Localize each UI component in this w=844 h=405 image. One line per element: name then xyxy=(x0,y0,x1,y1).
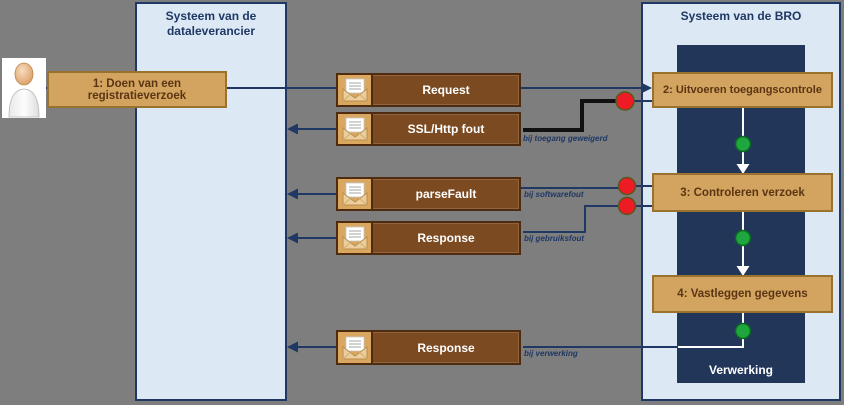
step-1-doen-registratieverzoek: 1: Doen van een registratieverzoek xyxy=(47,71,227,108)
condition-softwarefout: bij softwarefout xyxy=(524,190,584,199)
panel-dataleverancier-title: Systeem van de dataleverancier xyxy=(165,9,257,38)
actor-dataleverancier xyxy=(2,58,46,118)
envelope-icon xyxy=(338,114,373,144)
response3-return-arrowhead xyxy=(287,232,298,244)
panel-dataleverancier: Systeem van de dataleverancier xyxy=(135,2,287,401)
message-ssl-http-fout: SSL/Http fout xyxy=(336,112,521,146)
message-response-verwerking: Response xyxy=(336,330,521,365)
envelope-icon xyxy=(338,75,373,105)
envelope-icon xyxy=(338,223,373,253)
message-label: Request xyxy=(422,83,470,97)
message-label: SSL/Http fout xyxy=(407,122,485,136)
red-dot-icon xyxy=(617,176,637,196)
toegang-geweigerd-error-path xyxy=(523,99,626,132)
message-response-controle: Response xyxy=(336,221,521,255)
condition-verwerking: bij verwerking xyxy=(524,349,578,358)
red-dot-icon xyxy=(617,196,637,216)
message-label: parseFault xyxy=(415,187,477,201)
message-label: Response xyxy=(417,231,475,245)
verwerking-lane-label: Verwerking xyxy=(708,363,774,377)
envelope-icon xyxy=(338,332,373,363)
step-3-controleren-verzoek: 3: Controleren verzoek xyxy=(652,173,833,212)
step-4-vastleggen-gegevens: 4: Vastleggen gegevens xyxy=(652,275,833,313)
condition-toegang-geweigerd: bij toegang geweigerd xyxy=(523,134,608,143)
response3-branch-line xyxy=(523,205,620,233)
envelope-icon xyxy=(338,179,373,209)
step-2-uitvoeren-toegangscontrole: 2: Uitvoeren toegangscontrole xyxy=(652,72,833,108)
condition-gebruiksfout: bij gebruiksfout xyxy=(524,234,584,243)
message-request: Request xyxy=(336,73,521,107)
red-dot-icon xyxy=(615,91,635,111)
message-label: Response xyxy=(417,340,475,355)
response4-return-arrowhead xyxy=(287,341,298,353)
person-icon xyxy=(8,62,40,118)
ssl-return-arrowhead xyxy=(287,123,298,135)
panel-bro-title: Systeem van de BRO xyxy=(680,9,802,23)
parsefault-return-arrowhead xyxy=(287,188,298,200)
message-parsefault: parseFault xyxy=(336,177,521,211)
